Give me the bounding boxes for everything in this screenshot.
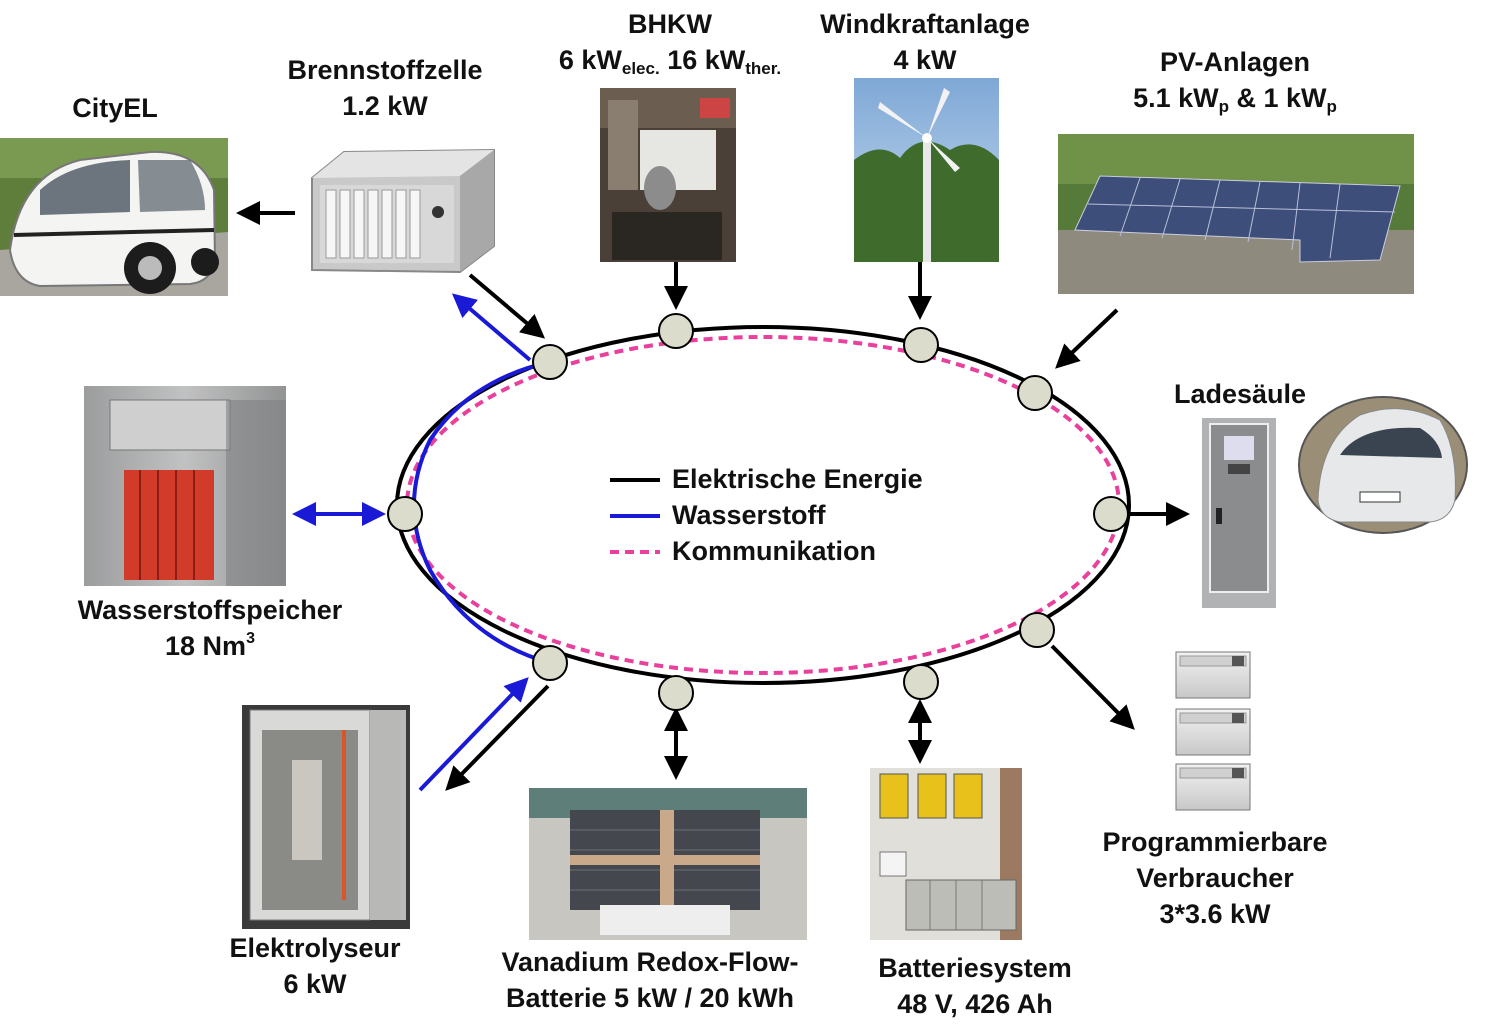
nodes: [387, 313, 1129, 711]
wind-turbine-photo: [854, 78, 999, 262]
vanadium-label: Vanadium Redox-Flow- Batterie 5 kW / 20 …: [460, 944, 840, 1016]
loads-line3: 3*3.6 kW: [1159, 899, 1271, 929]
legend: [610, 478, 660, 554]
fuelcell-name: Brennstoffzelle: [287, 55, 483, 85]
battery-spec: 48 V, 426 Ah: [897, 989, 1053, 1019]
bhkw-power: 6 kWelec. 16 kWther.: [558, 45, 782, 78]
cityel-car-photo: [0, 138, 228, 296]
cityel-label: CityEL: [60, 90, 170, 126]
charging-station-photo: [1202, 418, 1276, 608]
electrolyser-power: 6 kW: [283, 969, 347, 999]
h2storage-label: Wasserstoffspeicher 18 Nm3: [40, 592, 380, 664]
loads-line1: Programmierbare: [1102, 827, 1328, 857]
pv-name: PV-Anlagen: [1159, 47, 1311, 77]
node-vanadium[interactable]: [658, 675, 694, 711]
charger-name: Ladesäule: [1173, 379, 1307, 409]
electrolyser-label: Elektrolyseur 6 kW: [200, 930, 430, 1002]
loads-label: Programmierbare Verbraucher 3*3.6 kW: [1070, 824, 1360, 932]
hydrogen-tank-photo: [84, 386, 286, 586]
node-wind[interactable]: [903, 327, 939, 363]
node-fuelcell[interactable]: [532, 344, 568, 380]
legend-electric-label: Elektrische Energie: [672, 464, 923, 494]
ev-car-photo: [1298, 396, 1468, 534]
node-pv[interactable]: [1017, 375, 1053, 411]
wind-power: 4 kW: [893, 45, 957, 75]
programmable-load-photo: [1175, 651, 1251, 811]
electrolyser-photo: [242, 705, 410, 929]
arrow-electrolyser-h2: [418, 677, 529, 792]
pv-power: 5.1 kWp & 1 kWp: [1133, 83, 1337, 116]
fuel-cell-photo: [311, 148, 495, 274]
legend-communication-label: Kommunikation: [672, 536, 877, 566]
electrolyser-name: Elektrolyseur: [229, 933, 401, 963]
battery-label: Batteriesystem 48 V, 426 Ah: [850, 950, 1100, 1022]
pv-label: PV-Anlagen 5.1 kWp & 1 kWp: [1090, 44, 1380, 116]
arrows: [236, 201, 1190, 792]
bhkw-label: BHKW 6 kWelec. 16 kWther.: [520, 6, 820, 78]
bhkw-photo: [600, 88, 736, 262]
node-charger[interactable]: [1093, 496, 1129, 532]
arrow-pv-to-ring: [1055, 308, 1119, 369]
battery-system-photo: [870, 768, 1022, 940]
h2storage-name: Wasserstoffspeicher: [77, 595, 343, 625]
pv-array-photo: [1058, 134, 1414, 294]
arrow-h2-to-fuelcell: [451, 293, 532, 362]
arrow-ring-to-electrolyser: [445, 684, 550, 791]
wind-name: Windkraftanlage: [820, 9, 1030, 39]
legend-hydrogen-label: Wasserstoff: [672, 500, 826, 530]
node-h2storage[interactable]: [387, 496, 423, 532]
h2storage-capacity: 18 Nm3: [165, 630, 255, 662]
vanadium-line2: Batterie 5 kW / 20 kWh: [505, 983, 795, 1013]
charger-label: Ladesäule: [1150, 376, 1330, 412]
loads-line2: Verbraucher: [1136, 863, 1294, 893]
node-loads[interactable]: [1019, 612, 1055, 648]
fuelcell-label: Brennstoffzelle 1.2 kW: [250, 52, 520, 124]
vanadium-line1: Vanadium Redox-Flow-: [501, 947, 799, 977]
arrow-ring-to-loads: [1050, 644, 1135, 730]
vanadium-battery-photo: [529, 788, 807, 940]
node-battery[interactable]: [903, 664, 939, 700]
fuelcell-power: 1.2 kW: [342, 91, 428, 121]
arrow-fuelcell-to-ring: [468, 273, 546, 339]
node-electrolyser[interactable]: [532, 645, 568, 681]
cityel-name: CityEL: [72, 93, 158, 123]
bhkw-name: BHKW: [628, 9, 712, 39]
wind-label: Windkraftanlage 4 kW: [790, 6, 1060, 78]
node-bhkw[interactable]: [658, 313, 694, 349]
battery-name: Batteriesystem: [878, 953, 1072, 983]
